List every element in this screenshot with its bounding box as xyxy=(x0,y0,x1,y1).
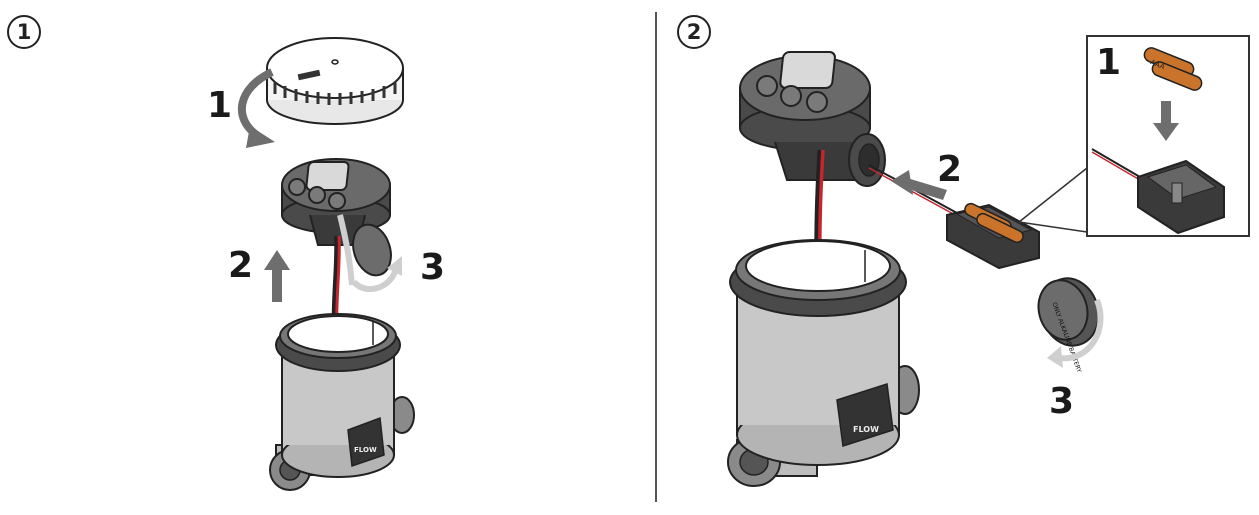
step-1-badge: 1 xyxy=(7,15,41,49)
step-2-illustration: ONLY ALKALINE BATTERY FLOW xyxy=(727,51,1104,487)
pull-arrow-icon xyxy=(905,178,947,200)
label-unscrew-cap: 1 xyxy=(207,85,233,126)
top-cap xyxy=(266,37,404,125)
insert-arrow-head-icon xyxy=(1153,123,1179,141)
battery-inset: AAA 1 xyxy=(1086,35,1250,237)
flow-label-right: FLOW xyxy=(853,425,879,434)
insert-arrow-icon xyxy=(1161,101,1171,125)
step-2-panel: 2 xyxy=(657,0,1259,515)
label-lift-unit: 2 xyxy=(228,245,254,286)
flow-label: FLOW xyxy=(354,446,377,454)
close-arrow-head-icon xyxy=(1047,346,1063,368)
up-arrow-icon xyxy=(272,268,282,302)
panel-divider xyxy=(655,12,657,502)
pull-arrow-head-icon xyxy=(891,170,913,195)
label-insert-batteries: 1 xyxy=(1096,42,1122,83)
open-arrow-icon xyxy=(351,267,399,293)
battery-holder xyxy=(946,202,1040,270)
valve-housing-right: FLOW xyxy=(727,239,920,487)
step-1-panel: 1 xyxy=(7,15,446,491)
battery-cover-hanging xyxy=(337,214,392,286)
step-1-illustration: FLOW xyxy=(237,37,415,491)
display-unit xyxy=(281,158,391,246)
label-close-cover: 3 xyxy=(1049,381,1075,422)
close-arrow-icon xyxy=(1058,298,1104,362)
display-unit-open xyxy=(739,51,886,187)
rotate-arrow-head-icon xyxy=(246,126,275,148)
step-2-badge: 2 xyxy=(677,15,711,49)
up-arrow-head-icon xyxy=(264,250,290,270)
label-open-cover: 3 xyxy=(420,247,446,288)
valve-housing: FLOW xyxy=(269,313,415,491)
open-arrow-head-icon xyxy=(387,256,402,276)
label-pull-holder: 2 xyxy=(937,149,963,190)
battery-inset-illustration: AAA xyxy=(1091,47,1225,235)
